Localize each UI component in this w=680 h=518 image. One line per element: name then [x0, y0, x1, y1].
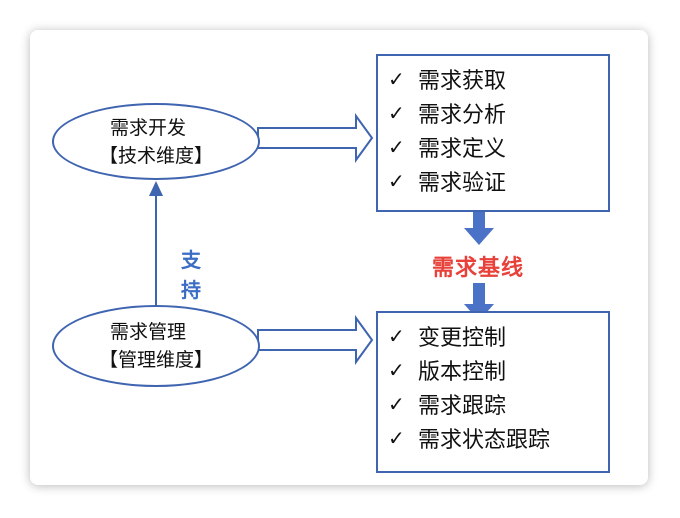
support-arrow-head	[149, 181, 163, 196]
list-item: ✓ 版本控制	[388, 353, 608, 387]
check-icon: ✓	[388, 358, 405, 382]
mgmt-node-subtitle: 【管理维度】	[98, 349, 213, 371]
list-item: ✓ 需求验证	[388, 164, 608, 198]
list-item: ✓ 需求分析	[388, 96, 608, 130]
check-icon: ✓	[388, 324, 405, 348]
baseline-label: 需求基线	[432, 256, 525, 281]
check-icon: ✓	[388, 101, 405, 125]
list-item-label: 需求验证	[418, 171, 507, 196]
mgmt-node-title: 需求管理	[109, 321, 186, 343]
check-icon: ✓	[388, 392, 405, 416]
list-item: ✓ 需求跟踪	[388, 387, 608, 421]
list-item: ✓ 变更控制	[388, 319, 608, 353]
dev-node-title: 需求开发	[109, 116, 186, 139]
dev-activities-box: ✓ 需求获取 ✓ 需求分析 ✓ 需求定义 ✓ 需求验证	[376, 54, 610, 212]
support-label-char: 持	[181, 278, 201, 302]
list-item-label: 需求获取	[418, 69, 507, 94]
list-item: ✓ 需求状态跟踪	[388, 421, 608, 455]
check-icon: ✓	[388, 169, 405, 193]
mgmt-node: 需求管理 【管理维度】	[52, 305, 260, 387]
list-item-label: 版本控制	[418, 360, 507, 385]
list-item: ✓ 需求获取	[388, 62, 608, 96]
list-item-label: 需求跟踪	[418, 394, 507, 419]
dev-node: 需求开发 【技术维度】	[52, 103, 260, 180]
dev-node-subtitle: 【技术维度】	[98, 144, 213, 167]
list-item-label: 需求状态跟踪	[418, 428, 551, 453]
list-item-label: 需求定义	[418, 137, 507, 162]
dev-hollow-arrow	[257, 112, 374, 164]
list-item-label: 变更控制	[418, 326, 507, 351]
mgmt-activities-box: ✓ 变更控制 ✓ 版本控制 ✓ 需求跟踪 ✓ 需求状态跟踪	[376, 311, 610, 473]
baseline-arrow-top	[464, 203, 494, 245]
check-icon: ✓	[388, 135, 405, 159]
list-item-label: 需求分析	[418, 103, 507, 128]
check-icon: ✓	[388, 426, 405, 450]
check-icon: ✓	[388, 67, 405, 91]
mgmt-hollow-arrow	[257, 314, 374, 366]
list-item: ✓ 需求定义	[388, 130, 608, 164]
support-label: 支 持	[176, 245, 206, 305]
support-label-char: 支	[181, 248, 201, 272]
